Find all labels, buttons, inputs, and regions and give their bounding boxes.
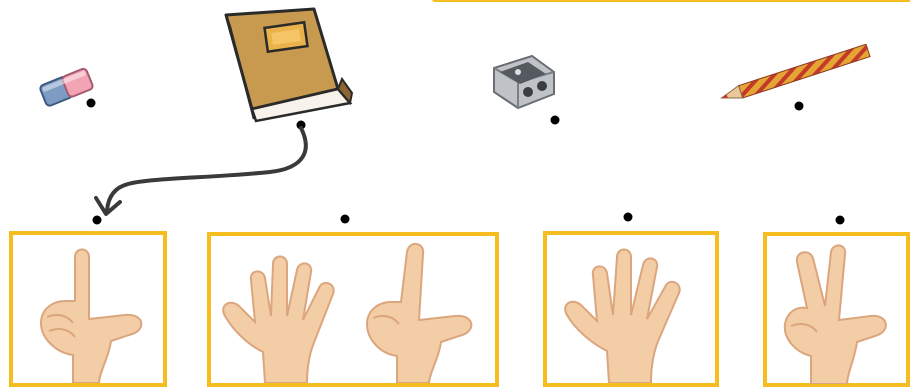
hand-five-fingers-icon (211, 236, 361, 383)
hand-card-2[interactable] (763, 232, 910, 387)
hand-one-finger-icon (357, 236, 497, 383)
hand-five-fingers-icon (547, 235, 715, 383)
card-6-dot[interactable] (341, 215, 350, 224)
hand-card-1[interactable] (9, 231, 167, 387)
hand-card-6[interactable] (207, 232, 499, 387)
card-2-dot[interactable] (836, 216, 845, 225)
hand-one-finger-icon (13, 235, 163, 383)
card-1-dot[interactable] (93, 216, 102, 225)
hand-two-fingers-icon (767, 236, 907, 384)
hand-card-5[interactable] (543, 231, 719, 387)
card-5-dot[interactable] (624, 213, 633, 222)
